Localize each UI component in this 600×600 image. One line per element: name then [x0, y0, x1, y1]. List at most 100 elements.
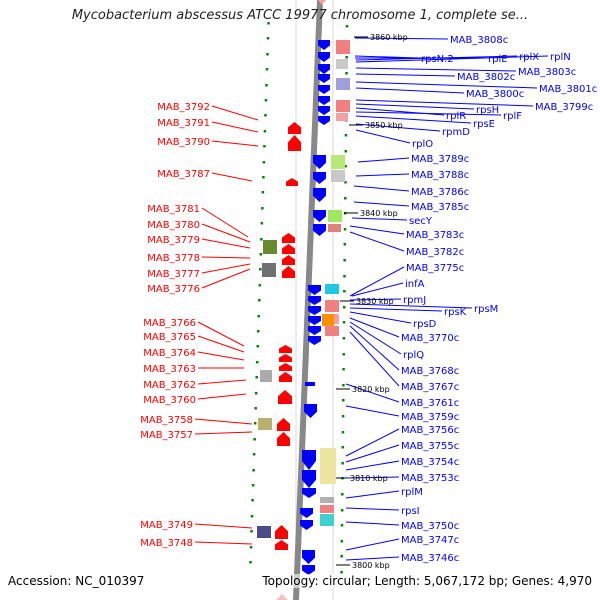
forward-gene-arrow	[279, 345, 292, 353]
forward-gene-arrow	[282, 266, 295, 278]
feature-block	[263, 240, 277, 254]
track-tick	[253, 438, 256, 441]
label-connector-reverse	[355, 67, 517, 72]
track-tick	[257, 315, 260, 318]
label-connector-reverse	[349, 231, 405, 252]
label-connector-forward	[197, 351, 245, 361]
track-tick	[261, 207, 264, 210]
forward-gene-arrow	[277, 432, 290, 446]
kbp-marker-label: 3820 kbp	[352, 385, 390, 394]
track-tick	[342, 384, 345, 387]
gene-label-forward: MAB_3776	[147, 284, 200, 295]
label-connector-forward	[197, 321, 245, 347]
track-tick	[258, 284, 262, 287]
track-tick	[342, 337, 346, 340]
gene-label-forward: MAB_3790	[157, 137, 210, 148]
track-tick	[263, 130, 267, 133]
label-connector-reverse	[349, 298, 402, 301]
track-tick	[341, 446, 345, 449]
feature-block	[336, 100, 350, 112]
reverse-gene-arrow	[308, 306, 321, 315]
label-connector-reverse	[355, 123, 441, 132]
track-tick	[262, 176, 265, 179]
gene-label-reverse: infA	[405, 279, 425, 290]
kbp-marker-label: 3830 kbp	[356, 297, 394, 306]
track-tick	[340, 571, 343, 574]
label-connector-reverse	[354, 37, 449, 40]
reverse-gene-arrow	[308, 336, 321, 345]
track-tick	[345, 72, 348, 75]
forward-gene-arrow	[279, 354, 292, 362]
track-tick	[344, 150, 347, 153]
track-tick	[342, 353, 345, 356]
label-connector-reverse	[349, 307, 443, 312]
accession-text: Accession: NC_010397	[8, 574, 144, 588]
reverse-gene-arrow	[318, 116, 330, 125]
track-tick	[266, 37, 270, 40]
track-tick	[259, 268, 262, 271]
track-tick	[251, 499, 254, 502]
gene-label-reverse: rplO	[412, 139, 433, 150]
label-connector-forward	[194, 418, 253, 425]
reverse-gene-arrow	[308, 285, 321, 295]
reverse-gene-arrow	[313, 210, 326, 222]
track-tick	[258, 299, 261, 302]
label-connector-reverse	[345, 556, 400, 561]
forward-gene-arrow	[279, 372, 292, 382]
label-connector-reverse	[345, 444, 400, 463]
reverse-gene-arrow	[302, 550, 315, 564]
gene-label-reverse: MAB_3785c	[411, 202, 469, 213]
track-tick	[249, 561, 252, 564]
forward-gene-arrow	[277, 418, 290, 431]
label-connector-reverse	[355, 111, 502, 116]
gene-label-forward: MAB_3757	[140, 430, 193, 441]
reverse-gene-arrow	[313, 155, 326, 169]
gene-label-reverse: MAB_3789c	[411, 154, 469, 165]
label-connector-reverse	[345, 476, 400, 479]
label-connector-forward	[211, 140, 259, 147]
track-tick	[343, 259, 346, 262]
track-tick	[265, 84, 268, 87]
reverse-gene-arrow	[318, 96, 330, 105]
label-connector-reverse	[349, 266, 405, 297]
track-tick	[342, 399, 345, 402]
gene-label-reverse: MAB_3788c	[411, 170, 469, 181]
label-connector-forward	[201, 223, 251, 243]
feature-block	[331, 155, 345, 169]
feature-block	[322, 314, 334, 326]
gene-label-reverse: MAB_3783c	[406, 230, 464, 241]
track-tick	[340, 509, 344, 512]
track-tick	[252, 469, 255, 472]
reverse-gene-arrow	[302, 488, 316, 498]
gene-label-reverse: rpsD	[413, 319, 437, 330]
feature-block	[320, 448, 336, 484]
label-connector-reverse	[353, 201, 410, 207]
gene-label-reverse: rpmD	[442, 127, 470, 138]
track-tick	[257, 330, 260, 333]
track-tick	[264, 99, 268, 102]
reverse-gene-arrow	[300, 520, 313, 530]
gene-label-forward: MAB_3748	[140, 538, 193, 549]
track-tick	[341, 493, 344, 496]
forward-gene-arrow	[279, 363, 292, 371]
track-tick	[343, 228, 347, 231]
label-connector-reverse	[355, 73, 456, 77]
track-tick	[342, 321, 346, 324]
gene-label-reverse: MAB_3753c	[401, 473, 459, 484]
gene-label-reverse: MAB_3786c	[411, 187, 469, 198]
gene-label-reverse: MAB_3775c	[406, 263, 464, 274]
gene-label-forward: MAB_3780	[147, 220, 200, 231]
forward-gene-arrow	[282, 244, 295, 254]
label-connector-layer	[194, 36, 549, 566]
label-connector-reverse	[349, 331, 400, 387]
kbp-marker-label: 3810 kbp	[350, 474, 388, 483]
label-connector-forward	[197, 335, 245, 353]
gene-label-forward: MAB_3765	[143, 332, 196, 343]
feature-block	[336, 78, 350, 90]
map-title: Mycobacterium abscessus ATCC 19977 chrom…	[71, 8, 529, 23]
reverse-gene-arrow	[318, 74, 330, 83]
track-tick	[266, 53, 269, 56]
label-connector-forward	[201, 238, 251, 249]
label-connector-forward	[201, 256, 251, 259]
feature-block-layer	[257, 40, 350, 538]
